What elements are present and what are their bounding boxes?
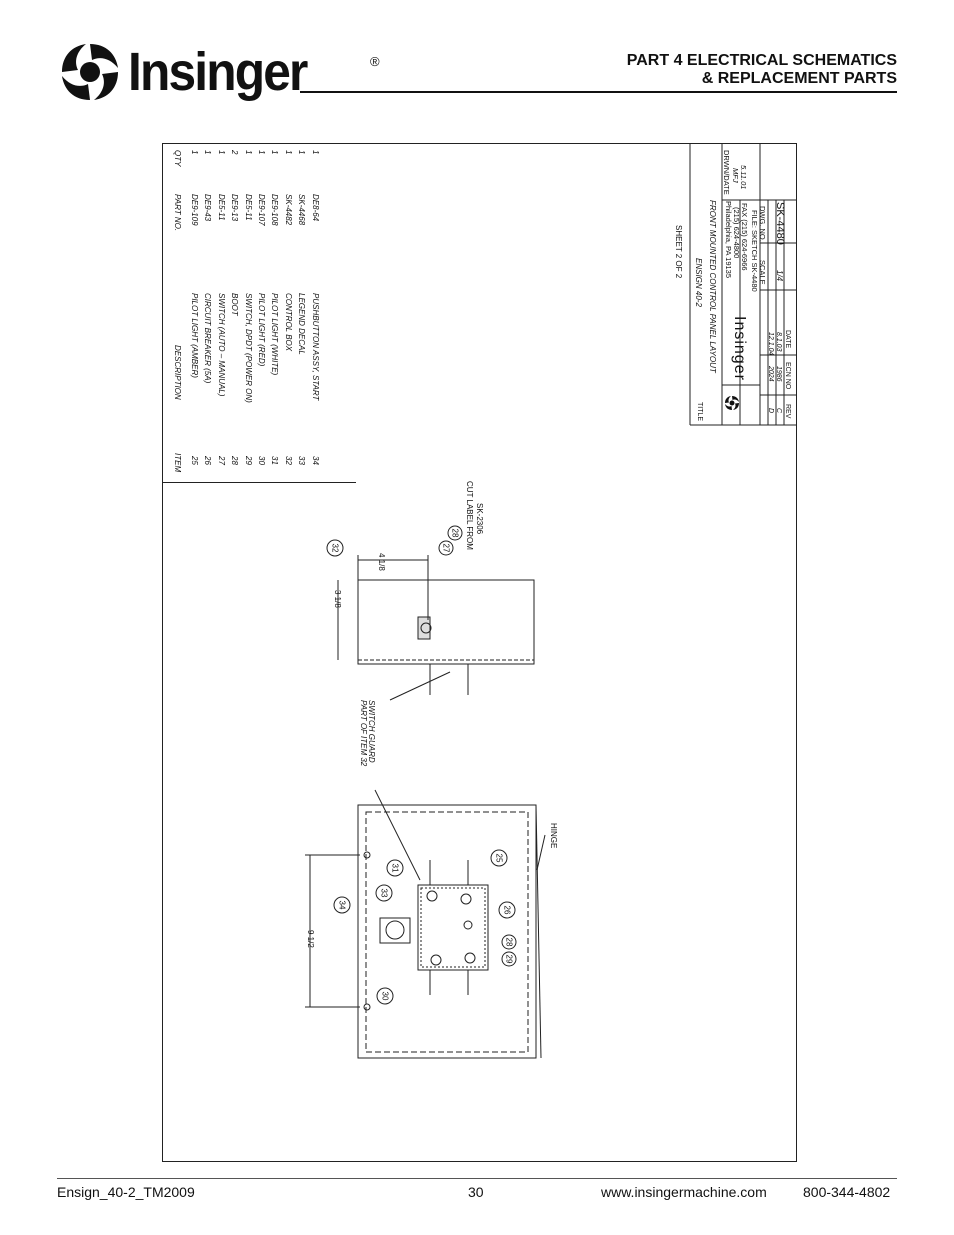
callout-25: 25	[495, 854, 504, 863]
header-rule	[300, 91, 897, 93]
footer-phone: 800-344-4802	[803, 1184, 891, 1200]
callout-29: 29	[505, 955, 514, 964]
control-plate	[417, 884, 489, 971]
section-title-line2: & REPLACEMENT PARTS	[701, 70, 897, 87]
drawing-frame	[162, 143, 797, 1162]
guard-label-line1: SWITCH GUARD	[367, 700, 376, 763]
callout-33: 33	[380, 889, 389, 898]
company-swirl-icon	[724, 395, 740, 416]
callout-34: 34	[338, 901, 347, 910]
callout-32: 32	[331, 544, 340, 553]
page-number: 30	[468, 1184, 484, 1200]
section-title-line1: PART 4 ELECTRICAL SCHEMATICS	[626, 52, 897, 69]
footer-rule	[57, 1178, 897, 1179]
guard-label-line2: PART OF ITEM 32	[359, 700, 368, 767]
section-title: PART 4 ELECTRICAL SCHEMATICS & REPLACEME…	[627, 52, 897, 88]
cut-label-line2: SK-2306	[475, 503, 484, 535]
footer-doc-id: Ensign_40-2_TM2009	[57, 1184, 195, 1200]
dim-9-1-2: 9 1/2	[306, 930, 315, 948]
front-view-box	[357, 804, 537, 1059]
footer-website-link[interactable]: www.insingermachine.com	[601, 1184, 767, 1200]
cut-label-line1: CUT LABEL FROM	[465, 481, 474, 550]
callout-31: 31	[391, 864, 400, 873]
insinger-logo: Insinger ®	[58, 40, 380, 104]
brand-name: Insinger	[128, 42, 308, 102]
callout-27: 27	[442, 544, 451, 553]
insinger-swirl-icon	[62, 44, 118, 100]
side-view-box	[357, 579, 535, 665]
parts-table-rule	[162, 482, 356, 483]
callout-30: 30	[381, 992, 390, 1001]
dim-4-1-8: 4 1/8	[377, 553, 386, 571]
dim-3-1-8: 3 1/8	[333, 590, 342, 608]
hinge-label: HINGE	[549, 823, 558, 849]
registered-mark: ®	[370, 54, 380, 69]
callout-28: 28	[451, 529, 460, 538]
callout-28: 28	[505, 938, 514, 947]
callout-26: 26	[503, 906, 512, 915]
